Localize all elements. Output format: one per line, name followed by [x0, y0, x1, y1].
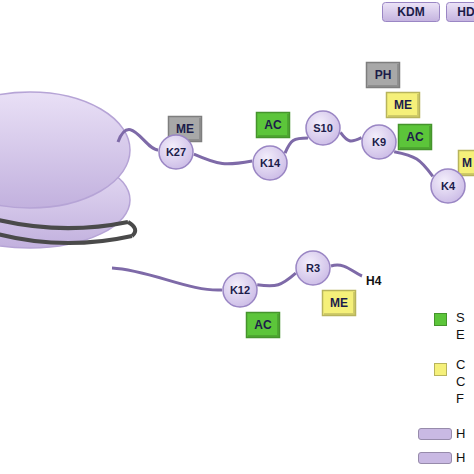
mark-label: M	[462, 156, 472, 170]
methylation-mark: ME	[322, 290, 356, 316]
tail-segment	[257, 273, 296, 285]
residue-circle: S10	[305, 110, 341, 146]
residue-label: K9	[372, 136, 386, 148]
methylation-mark: ME	[386, 92, 420, 118]
tail-segment	[194, 154, 252, 164]
mark-label: ME	[394, 98, 412, 112]
histone-label: H4	[366, 274, 381, 288]
residue-label: S10	[313, 122, 333, 134]
dna-strand	[0, 218, 128, 228]
mark-label: HD	[457, 5, 474, 19]
phosphorylation-mark: PH	[366, 62, 400, 88]
mark-label: AC	[264, 118, 281, 132]
mark-label: KDM	[397, 5, 424, 19]
residue-label: R3	[306, 262, 320, 274]
legend-text: H	[456, 449, 468, 466]
acetylation-mark: AC	[246, 312, 280, 338]
tail-segment	[394, 152, 433, 177]
tail-segment	[285, 138, 308, 153]
residue-label: K4	[441, 180, 455, 192]
mark-label: AC	[406, 130, 423, 144]
residue-circle: R3	[295, 250, 331, 286]
residue-circle: K14	[252, 145, 288, 181]
residue-circle: K9	[361, 124, 397, 160]
tail-segment	[340, 132, 361, 141]
legend-text: C C F	[456, 356, 468, 407]
histone-tail	[118, 130, 158, 150]
enzyme-box: KDM	[382, 2, 440, 22]
mark-label: ME	[176, 122, 194, 136]
legend-text: H	[456, 425, 468, 442]
residue-label: K12	[230, 284, 250, 296]
histone-disc	[0, 92, 130, 208]
legend-swatch	[418, 428, 452, 440]
residue-circle: K27	[158, 134, 194, 170]
acetylation-mark: AC	[256, 112, 290, 138]
histone-tail	[331, 265, 362, 276]
dna-strand	[0, 232, 132, 243]
methylation-mark: M	[458, 150, 474, 176]
legend-swatch	[434, 313, 447, 326]
mark-label: AC	[254, 318, 271, 332]
enzyme-box: HD	[446, 2, 474, 22]
acetylation-mark: AC	[398, 124, 432, 150]
mark-label: ME	[330, 296, 348, 310]
legend-swatch	[418, 452, 452, 464]
histone-tail	[112, 268, 222, 290]
residue-label: K27	[166, 146, 186, 158]
mark-label: PH	[375, 68, 392, 82]
residue-circle: K12	[222, 272, 258, 308]
residue-circle: K4	[430, 168, 466, 204]
dna-strand	[128, 222, 135, 236]
residue-label: K14	[260, 157, 280, 169]
legend-swatch	[434, 363, 447, 376]
legend-text: S E	[456, 309, 468, 343]
